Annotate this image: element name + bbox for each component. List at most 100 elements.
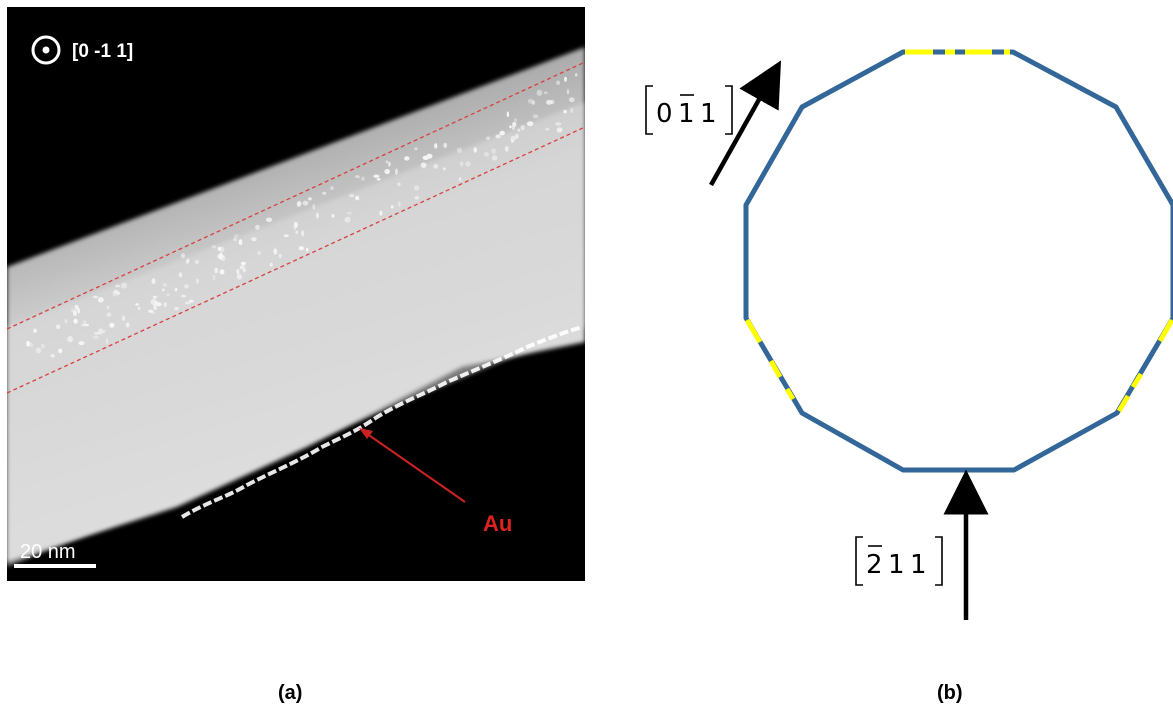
au-annotation-arrow [362, 430, 466, 503]
particle-dot [273, 248, 278, 255]
particle-dot [233, 237, 237, 242]
particle-dot [570, 107, 574, 113]
particle-dot [458, 177, 462, 182]
particle-dot [361, 176, 365, 181]
particle-dot [266, 217, 273, 223]
particle-dot [568, 97, 575, 103]
particle-dot [240, 261, 247, 266]
bracket-open-bottom [855, 536, 863, 586]
particle-dot [26, 340, 30, 347]
dodecagon-outline [743, 49, 1173, 473]
particle-dot [135, 303, 139, 306]
particle-dot [174, 307, 179, 311]
scale-bar [14, 564, 96, 568]
particle-dot [67, 336, 73, 343]
caption-b: (b) [937, 682, 963, 704]
particle-dot [120, 282, 127, 289]
particle-dot [456, 147, 462, 153]
particle-dot [379, 210, 383, 216]
particle-dot [185, 301, 191, 305]
dir-bottom-digit-2: 1 [910, 550, 927, 580]
particle-dot [298, 246, 304, 251]
particle-dot [504, 146, 509, 152]
particle-dot [77, 308, 80, 314]
particle-dot [486, 136, 491, 140]
particle-dot [563, 109, 567, 114]
particle-dot [355, 175, 360, 179]
dir-top-digit-1: 1 [678, 99, 695, 129]
particle-dot [97, 297, 104, 303]
particle-dot [414, 185, 420, 191]
particle-dot [78, 341, 85, 346]
particle-dot [306, 247, 309, 252]
particle-dot [531, 100, 536, 105]
particle-dot [465, 161, 471, 167]
particle-dot [434, 143, 438, 149]
particle-dot [184, 284, 189, 289]
particle-dot [257, 250, 261, 255]
particle-dot [422, 155, 429, 160]
au-annotation-label: Au [483, 511, 512, 536]
particle-dot [278, 253, 282, 258]
dir-top-digit-2: 1 [700, 99, 717, 129]
particle-dot [220, 255, 226, 262]
particle-dot [40, 343, 46, 349]
particle-dot [174, 288, 178, 292]
particle-dot [150, 298, 157, 306]
particle-dot [64, 319, 68, 324]
particle-dot [344, 216, 351, 223]
bracket-close-top [725, 85, 733, 135]
particle-dot [269, 262, 273, 267]
particle-dot [148, 309, 154, 313]
particle-dot [556, 80, 561, 86]
particle-dot [526, 121, 534, 127]
particle-dot [556, 127, 563, 133]
particle-dot [115, 284, 120, 288]
particle-dot [515, 133, 519, 140]
particle-dot [404, 156, 410, 161]
particle-dot [219, 269, 225, 275]
caption-a: (a) [278, 682, 303, 704]
particle-dot [112, 291, 118, 297]
particle-dot [566, 88, 570, 95]
particle-dot [238, 239, 243, 246]
particle-dot [58, 348, 63, 354]
particle-dot [545, 127, 550, 131]
particle-dot [72, 310, 77, 316]
particle-dot [322, 191, 327, 195]
particle-dot [94, 332, 100, 335]
particle-dot [414, 147, 418, 151]
particle-dot [349, 194, 355, 198]
particle-dot [162, 283, 168, 287]
particle-dot [546, 99, 553, 105]
particle-dot [217, 253, 224, 260]
micrograph-image: [0 -1 1] 20 nm Au [7, 7, 585, 581]
particle-dot [163, 302, 167, 307]
particle-dot [316, 212, 319, 219]
particle-dot [98, 328, 104, 335]
particle-dot [153, 304, 157, 311]
particle-dot [236, 273, 242, 280]
particle-dot [137, 306, 141, 311]
particle-dot [520, 124, 525, 131]
particle-dot [166, 293, 170, 297]
dir-bottom-digit-0: 2 [866, 550, 883, 580]
particle-dot [121, 315, 126, 322]
particle-dot [50, 354, 55, 358]
particle-dot [483, 152, 489, 157]
particle-dot [442, 167, 446, 171]
particle-dot [390, 205, 394, 209]
particle-dot [397, 182, 401, 186]
scale-bar-label: 20 nm [20, 541, 76, 563]
particle-dot [307, 197, 312, 201]
particle-dot [242, 268, 247, 273]
region-boundary-lower [7, 126, 585, 394]
particle-dot [186, 259, 189, 264]
particle-dot [109, 322, 115, 328]
particle-dot [491, 148, 496, 155]
particle-dot [510, 135, 516, 142]
particle-dot [211, 245, 217, 249]
direction-label-bottom: 2 1 1 [855, 536, 943, 586]
particle-dot [330, 186, 334, 191]
particle-dot [355, 195, 360, 201]
